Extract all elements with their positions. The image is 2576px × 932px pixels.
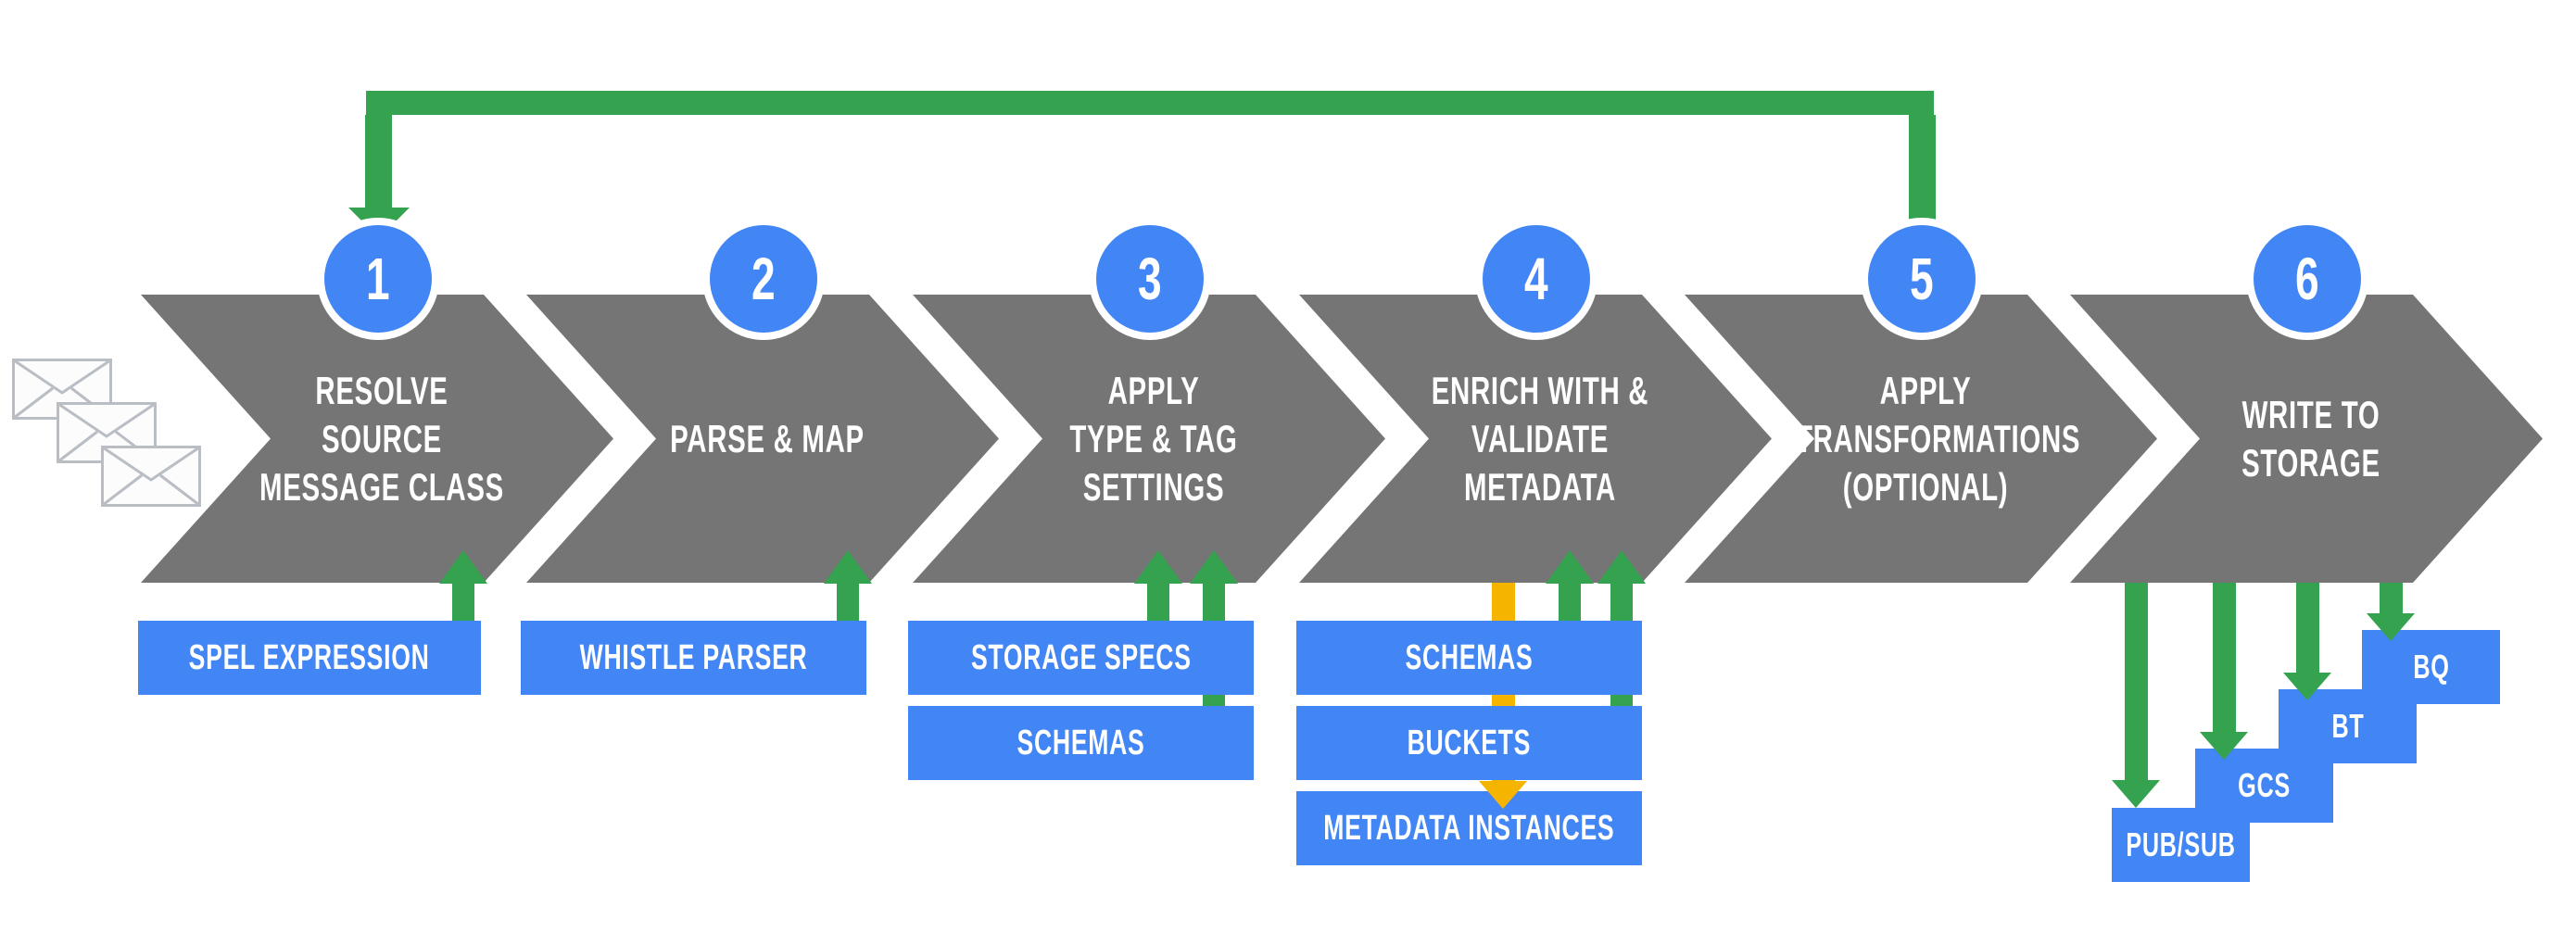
storage-down-arrow-icon — [2200, 732, 2248, 760]
message-envelope-icon — [101, 446, 201, 507]
step2-number-badge: 2 — [702, 218, 825, 340]
resource-box-schemas-step4: SCHEMAS — [1296, 621, 1642, 695]
step1-number-badge: 1 — [317, 218, 439, 340]
storage-down-arrow-stem — [2380, 583, 2403, 613]
storage-down-arrow-icon — [2283, 673, 2331, 700]
step3-number-badge: 3 — [1089, 218, 1211, 340]
step6-number-badge: 6 — [2246, 218, 2368, 340]
feedback-loop-top-bar — [366, 91, 1934, 115]
up-arrow-icon — [1597, 550, 1646, 584]
storage-down-arrow-icon — [2367, 613, 2415, 641]
storage-down-arrow-icon — [2112, 780, 2160, 808]
up-arrow-icon — [824, 550, 872, 584]
up-arrow-icon — [1190, 550, 1238, 584]
metadata-down-arrow-icon — [1479, 781, 1527, 809]
resource-box-whistle-parser: WHISTLE PARSER — [521, 621, 866, 695]
storage-down-arrow-stem — [2296, 583, 2319, 673]
up-arrow-icon — [1546, 550, 1594, 584]
step5-number-badge: 5 — [1861, 218, 1983, 340]
step6-title: WRITE TO STORAGE — [2241, 393, 2380, 485]
up-arrow-stem — [1559, 584, 1581, 621]
up-arrow-stem — [837, 584, 859, 621]
up-arrow-stem — [1147, 584, 1169, 621]
step1-title: RESOLVE SOURCE MESSAGE CLASS — [259, 369, 504, 509]
step5-title: APPLY TRANSFORMATIONS (OPTIONAL) — [1796, 369, 2081, 509]
up-arrow-icon — [1134, 550, 1182, 584]
feedback-loop-right-stem — [1909, 115, 1936, 220]
storage-down-arrow-stem — [2125, 583, 2148, 780]
step2-title: PARSE & MAP — [670, 417, 865, 460]
resource-box-schemas-step3: SCHEMAS — [908, 706, 1254, 780]
step4-title: ENRICH WITH & VALIDATE METADATA — [1431, 369, 1649, 509]
step3-title: APPLY TYPE & TAG SETTINGS — [1069, 369, 1238, 509]
resource-box-spel-expression: SPEL EXPRESSION — [138, 621, 481, 695]
output-box-bq: BQ — [2362, 630, 2500, 704]
up-arrow-stem — [452, 584, 474, 621]
step4-number-badge: 4 — [1475, 218, 1597, 340]
up-arrow-icon — [439, 550, 487, 584]
resource-box-storage-specs: STORAGE SPECS — [908, 621, 1254, 695]
feedback-loop-left-stem — [365, 115, 392, 208]
resource-box-buckets: BUCKETS — [1296, 706, 1642, 780]
storage-down-arrow-stem — [2213, 583, 2236, 732]
resource-box-metadata-instances: METADATA INSTANCES — [1296, 791, 1642, 865]
